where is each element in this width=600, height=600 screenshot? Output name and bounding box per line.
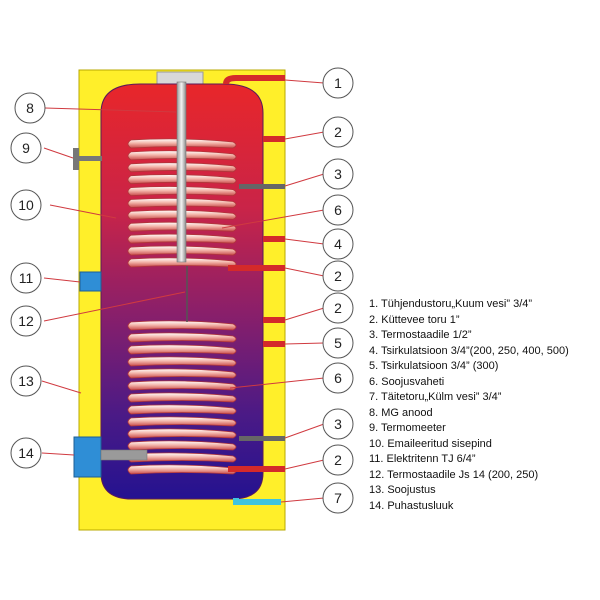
coil-turn bbox=[127, 368, 237, 379]
heating-element-socket bbox=[79, 271, 102, 292]
circulation-pipe-4 bbox=[263, 236, 285, 242]
legend-item: 1. Tühjendustoru„Kuum vesi” 3/4” bbox=[369, 298, 533, 310]
callout-circle bbox=[10, 305, 42, 337]
coil-turn bbox=[127, 452, 237, 463]
thermometer-head bbox=[73, 148, 79, 170]
callout-number: 2 bbox=[334, 268, 342, 284]
callout-number: 6 bbox=[334, 370, 342, 386]
callout-number: 1 bbox=[334, 75, 342, 91]
coil-turn bbox=[127, 464, 237, 475]
parts-legend: 1. Tühjendustoru„Kuum vesi” 3/4” 2. Kütte… bbox=[369, 297, 597, 514]
coil-turn bbox=[127, 440, 237, 451]
thermometer-stem bbox=[78, 156, 102, 161]
hot-water-outlet-pipe bbox=[223, 75, 285, 85]
callout-circle bbox=[10, 132, 42, 164]
coil-turn bbox=[127, 428, 237, 439]
legend-item: 3. Termostaadile 1/2” bbox=[369, 329, 472, 341]
heating-pipe-3 bbox=[263, 317, 285, 323]
callout-number: 14 bbox=[18, 445, 34, 461]
coil-turn bbox=[127, 416, 237, 427]
callout-number: 13 bbox=[18, 373, 34, 389]
callout-circle bbox=[322, 292, 354, 324]
callout-circle bbox=[322, 327, 354, 359]
callout-number: 12 bbox=[18, 313, 34, 329]
callout-circle bbox=[322, 194, 354, 226]
legend-item: 11. Elektritenn TJ 6/4” bbox=[369, 453, 476, 465]
callout-number: 5 bbox=[334, 335, 342, 351]
legend-item: 14. Puhastusluuk bbox=[369, 499, 454, 512]
callout-circle bbox=[322, 228, 354, 260]
callout-circle bbox=[322, 116, 354, 148]
callout-circle bbox=[10, 365, 42, 397]
heating-pipe-4 bbox=[228, 466, 285, 472]
callout-number: 8 bbox=[26, 100, 34, 116]
callout-number: 3 bbox=[334, 416, 342, 432]
callout-circle bbox=[10, 262, 42, 294]
callout-circle bbox=[10, 437, 42, 469]
callout-number: 3 bbox=[334, 166, 342, 182]
legend-item: 6. Soojusvaheti bbox=[369, 375, 445, 388]
callout-circle bbox=[322, 260, 354, 292]
coil-turn bbox=[127, 320, 237, 331]
callout-number: 11 bbox=[19, 270, 34, 286]
callout-number: 7 bbox=[334, 490, 342, 506]
heating-pipe-2 bbox=[228, 265, 285, 271]
legend-item: 8. MG anood bbox=[369, 406, 433, 419]
coil-turn bbox=[127, 356, 237, 367]
callout-number: 10 bbox=[18, 197, 34, 213]
circulation-pipe-5 bbox=[263, 341, 285, 347]
callout-circle bbox=[322, 362, 354, 394]
coil-turn bbox=[127, 392, 237, 403]
callout-circle bbox=[322, 158, 354, 190]
cleaning-hatch bbox=[73, 436, 102, 478]
heating-pipe-1 bbox=[263, 136, 285, 142]
legend-item: 10. Emaileeritud sisepind bbox=[369, 437, 492, 450]
coil-turn bbox=[127, 344, 237, 355]
legend-item: 2. Küttevee toru 1” bbox=[369, 313, 460, 326]
cold-water-inlet-pipe bbox=[233, 498, 281, 505]
legend-item: 12. Termostaadile Js 14 (200, 250) bbox=[369, 468, 539, 481]
thermostat-socket-1 bbox=[239, 184, 285, 189]
callout-circle bbox=[322, 482, 354, 514]
legend-item: 5. Tsirkulatsioon 3/4” (300) bbox=[369, 360, 499, 372]
callout-circle bbox=[322, 444, 354, 476]
side-connections bbox=[223, 75, 285, 505]
callout-lines bbox=[41, 79, 325, 503]
callout-circle bbox=[322, 408, 354, 440]
thermostat-socket-2 bbox=[239, 436, 285, 441]
callout-circle bbox=[14, 92, 46, 124]
callout-number: 2 bbox=[334, 124, 342, 140]
callout-number: 4 bbox=[334, 236, 342, 252]
coil-turn bbox=[127, 380, 237, 391]
callout-circle bbox=[322, 67, 354, 99]
callout-number: 6 bbox=[334, 202, 342, 218]
legend-item: 4. Tsirkulatsioon 3/4”(200, 250, 400, 50… bbox=[369, 344, 569, 357]
callout-number: 2 bbox=[334, 452, 342, 468]
legend-item: 7. Täitetoru„Külm vesi” 3/4” bbox=[369, 391, 502, 403]
cleaning-hatch-rod bbox=[100, 449, 148, 461]
legend-item: 13. Soojustus bbox=[369, 484, 436, 496]
callout-circle bbox=[10, 189, 42, 221]
coil-turn bbox=[127, 332, 237, 343]
lower-heat-exchanger bbox=[127, 320, 237, 475]
callout-number: 9 bbox=[22, 140, 30, 156]
coil-turn bbox=[127, 404, 237, 415]
mg-anode-rod bbox=[176, 81, 187, 263]
callout-number: 2 bbox=[334, 300, 342, 316]
legend-item: 9. Termomeeter bbox=[369, 422, 446, 434]
